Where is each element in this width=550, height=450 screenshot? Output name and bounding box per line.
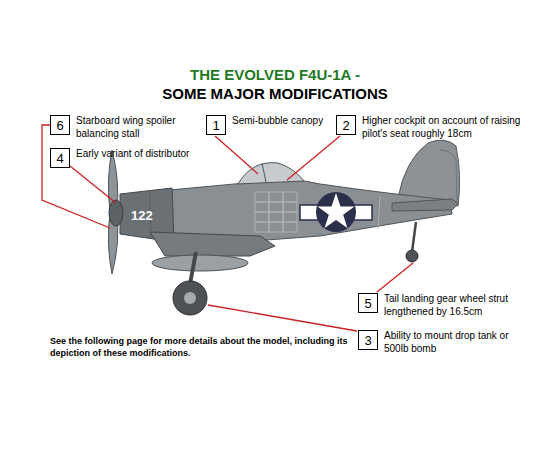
callout-text: Ability to mount drop tank or 500lb bomb xyxy=(384,329,514,355)
callout-number: 2 xyxy=(336,115,356,135)
callout-number: 4 xyxy=(50,148,70,168)
callout: 2 Higher cockpit on account of raising pi… xyxy=(336,115,547,140)
callout: 3 Ability to mount drop tank or 500lb bom… xyxy=(358,330,514,355)
diagram-title: THE EVOLVED F4U-1A - xyxy=(0,66,550,83)
callout-number: 6 xyxy=(50,115,70,135)
callout: 5 Tail landing gear wheel strut lengthene… xyxy=(358,293,534,318)
callout: 4 Early variant of distributor xyxy=(50,148,236,168)
callout-text: Early variant of distributor xyxy=(76,147,236,160)
aircraft-number: 122 xyxy=(131,208,153,223)
diagram-subtitle: SOME MAJOR MODIFICATIONS xyxy=(0,85,550,102)
callout: 1 Semi-bubble canopy xyxy=(206,115,347,135)
callout-text: Tail landing gear wheel strut lengthened… xyxy=(384,292,534,318)
callout-text: Semi-bubble canopy xyxy=(232,114,347,127)
callout-text: Higher cockpit on account of raising pil… xyxy=(362,114,547,140)
callout: 6 Starboard wing spoiler balancing stall xyxy=(50,115,201,140)
callout-number: 5 xyxy=(358,293,378,313)
caption: See the following page for more details … xyxy=(50,335,350,359)
callout-text: Starboard wing spoiler balancing stall xyxy=(76,114,201,140)
callout-number: 1 xyxy=(206,115,226,135)
callout-number: 3 xyxy=(358,330,378,350)
